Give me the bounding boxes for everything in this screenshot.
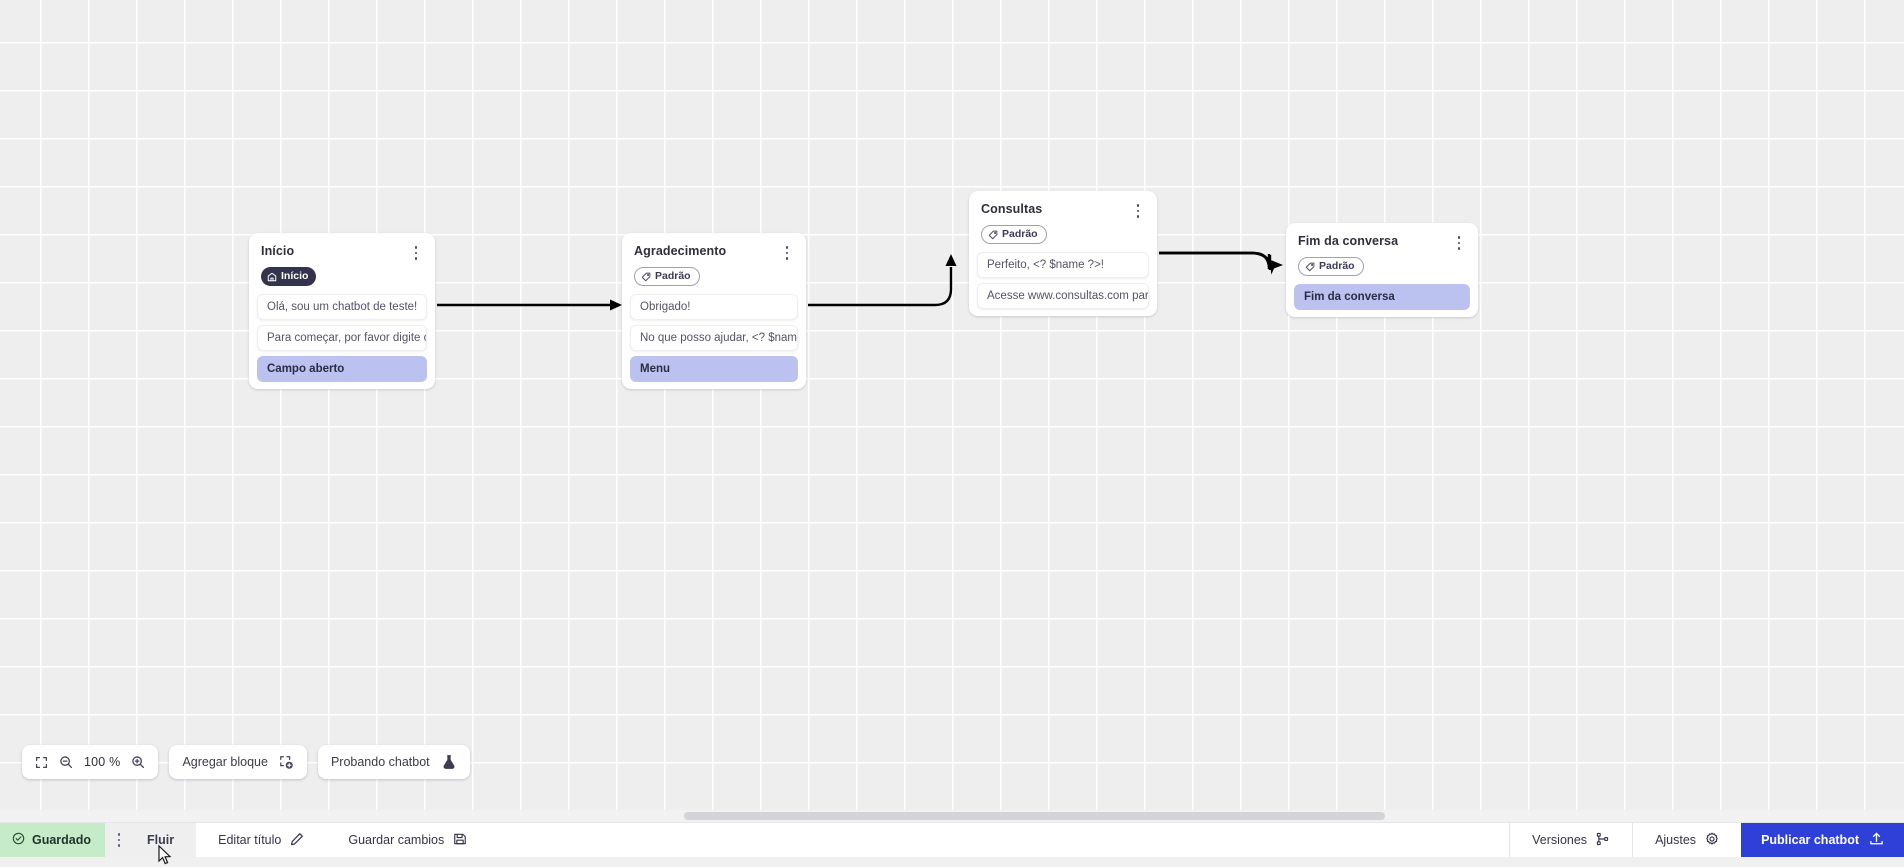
publish-label: Publicar chatbot	[1761, 833, 1859, 847]
floppy-disk-icon	[453, 832, 467, 849]
upload-icon	[1869, 831, 1884, 849]
node-menu-button[interactable]	[1452, 235, 1466, 251]
arrowhead-1	[610, 300, 622, 311]
versions-button[interactable]: Versiones	[1510, 823, 1632, 857]
row-message[interactable]: Perfeito, <? $name ?>!	[977, 252, 1149, 278]
badge-padrao[interactable]: Padrão	[1298, 257, 1364, 276]
row-message[interactable]: Obrigado!	[630, 294, 798, 320]
add-block-icon	[279, 755, 294, 770]
settings-button[interactable]: Ajustes	[1633, 823, 1741, 857]
row-message[interactable]: Acesse www.consultas.com par...	[977, 283, 1149, 309]
tab-fluir-label: Fluir	[147, 833, 174, 847]
connector-agradecimento-consultas	[808, 267, 951, 305]
badge-label: Início	[281, 271, 308, 282]
node-rows: Obrigado! No que posso ajudar, <? $name …	[630, 294, 798, 382]
connector-consultas-fim-b	[1159, 253, 1270, 270]
badge-label: Padrão	[1319, 261, 1355, 272]
node-agradecimento[interactable]: Agradecimento Padrão Obrigado! No que po…	[622, 233, 806, 389]
canvas-toolbar: 100 % Agregar bloque Probando chatbot	[22, 745, 470, 779]
node-badge-row: Padrão	[1294, 251, 1470, 284]
row-message[interactable]: No que posso ajudar, <? $name ...	[630, 325, 798, 351]
test-chatbot-button[interactable]: Probando chatbot	[318, 745, 470, 779]
gear-icon	[1705, 832, 1719, 849]
node-menu-button[interactable]	[780, 245, 794, 261]
node-header: Início	[257, 241, 427, 261]
row-menu[interactable]: Menu	[630, 356, 798, 382]
publish-chatbot-button[interactable]: Publicar chatbot	[1741, 823, 1904, 857]
node-badge-row: Padrão	[630, 261, 798, 294]
node-title: Consultas	[981, 202, 1042, 217]
flow-options-button[interactable]	[105, 823, 133, 857]
canvas-horizontal-scrollbar[interactable]	[0, 810, 1904, 822]
node-fim-da-conversa[interactable]: Fim da conversa Padrão Fim da conversa	[1286, 223, 1478, 317]
badge-label: Padrão	[1002, 229, 1038, 240]
row-message[interactable]: Para começar, por favor digite o ...	[257, 325, 427, 351]
versions-label: Versiones	[1532, 833, 1587, 847]
zoom-controls[interactable]: 100 %	[22, 745, 158, 779]
flask-icon	[441, 754, 457, 770]
save-changes-button[interactable]: Guardar cambios	[326, 823, 489, 857]
badge-label: Padrão	[655, 271, 691, 282]
save-changes-label: Guardar cambios	[348, 833, 444, 847]
node-inicio[interactable]: Início Início Olá, sou um chatbot de tes…	[249, 233, 435, 389]
edit-title-button[interactable]: Editar título	[196, 823, 326, 857]
arrowhead-3	[1268, 259, 1283, 270]
node-title: Início	[261, 244, 294, 259]
add-block-label: Agregar bloque	[182, 755, 267, 769]
node-header: Fim da conversa	[1294, 231, 1470, 251]
node-rows: Perfeito, <? $name ?>! Acesse www.consul…	[977, 252, 1149, 309]
node-header: Consultas	[977, 199, 1149, 219]
node-rows: Olá, sou um chatbot de teste! Para começ…	[257, 294, 427, 382]
connector-consultas-fim-curve	[1159, 253, 1275, 270]
bottom-bar-spacer	[489, 823, 1509, 857]
node-rows: Fim da conversa	[1294, 284, 1470, 310]
zoom-level-value: 100 %	[84, 755, 120, 769]
saved-label: Guardado	[32, 833, 91, 847]
connector-consultas-fim	[1159, 253, 1269, 269]
zoom-in-icon[interactable]	[131, 755, 145, 769]
node-consultas[interactable]: Consultas Padrão Perfeito, <? $name ?>! …	[969, 191, 1157, 316]
node-badge-row: Padrão	[977, 219, 1149, 252]
tag-icon	[641, 272, 651, 282]
row-end[interactable]: Fim da conversa	[1294, 284, 1470, 310]
node-header: Agradecimento	[630, 241, 798, 261]
tag-icon	[1305, 262, 1315, 272]
tab-fluir[interactable]: Fluir	[133, 823, 196, 857]
fit-screen-icon[interactable]	[35, 756, 48, 769]
tag-icon	[988, 230, 998, 240]
arrowhead-2	[946, 254, 957, 266]
badge-inicio[interactable]: Início	[261, 267, 316, 286]
row-message[interactable]: Olá, sou um chatbot de teste!	[257, 294, 427, 320]
node-title: Fim da conversa	[1298, 234, 1398, 249]
pencil-icon	[290, 832, 304, 849]
badge-padrao[interactable]: Padrão	[634, 267, 700, 286]
check-circle-icon	[12, 832, 25, 848]
node-title: Agradecimento	[634, 244, 726, 259]
edit-title-label: Editar título	[218, 833, 281, 847]
test-chatbot-label: Probando chatbot	[331, 755, 430, 769]
node-menu-button[interactable]	[409, 245, 423, 261]
node-menu-button[interactable]	[1131, 203, 1145, 219]
badge-padrao[interactable]: Padrão	[981, 225, 1047, 244]
add-block-button[interactable]: Agregar bloque	[169, 745, 306, 779]
home-icon	[267, 272, 277, 282]
settings-label: Ajustes	[1655, 833, 1696, 847]
scrollbar-thumb[interactable]	[684, 812, 1385, 820]
branch-icon	[1596, 832, 1610, 849]
row-input[interactable]: Campo aberto	[257, 356, 427, 382]
connector-layer	[0, 0, 1904, 822]
flow-canvas[interactable]: Início Início Olá, sou um chatbot de tes…	[0, 0, 1904, 822]
zoom-out-icon[interactable]	[59, 755, 73, 769]
bottom-bar: Guardado Fluir Editar título Guardar cam…	[0, 822, 1904, 857]
node-badge-row: Início	[257, 261, 427, 294]
status-badge-saved: Guardado	[0, 823, 105, 857]
